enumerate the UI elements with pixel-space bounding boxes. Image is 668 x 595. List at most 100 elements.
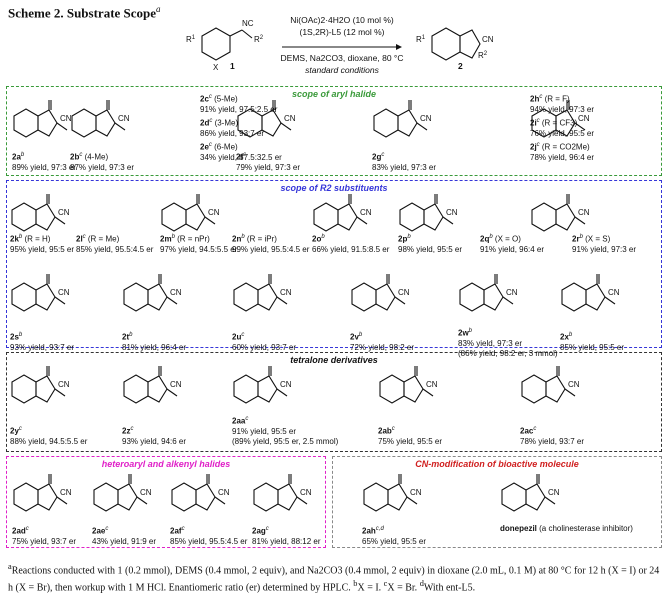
compound-sup: b <box>241 234 245 240</box>
compound-yield: 66% yield, 91.5:8.5 er <box>312 244 390 254</box>
compound-label: 2g <box>372 152 382 162</box>
svg-text:R1: R1 <box>416 35 426 44</box>
compound-c2r: 2rb (X = S)91% yield, 97:3 er <box>572 232 636 255</box>
cn-group: CN <box>58 380 70 389</box>
svg-text:CN: CN <box>482 35 494 44</box>
compound-detail: (3-Me) <box>212 118 239 128</box>
structure-c2ah: CN <box>363 474 422 512</box>
compound-yield: 91% yield, 96:4 er <box>480 244 545 254</box>
compound-sup: c <box>539 94 543 100</box>
compound-sup: c <box>241 332 245 338</box>
compound-c2h: 2hc (R = F)94% yield, 97:3 er <box>530 92 594 115</box>
compound-yield: 85% yield, 95:5 er <box>560 342 625 352</box>
compound-sup: b <box>18 234 23 240</box>
compound-label: 2o <box>312 234 322 244</box>
section-r2-header: scope of R2 substituents <box>280 183 388 193</box>
section-aryl-header: scope of aryl halide <box>291 89 377 99</box>
compound-sup: c <box>82 234 86 240</box>
reaction-conditions: Ni(OAc)2·4H2O (10 mol %) (1S,2R)-L5 (12 … <box>290 15 394 37</box>
compound-sup: c <box>208 142 212 148</box>
svg-text:NC: NC <box>242 19 254 28</box>
structure-c2h: CN <box>531 100 590 138</box>
scheme-title: Scheme 2. Substrate Scopea <box>8 4 161 21</box>
cn-group: CN <box>410 488 422 497</box>
cn-group: CN <box>58 208 70 217</box>
cn-group: CN <box>60 114 72 123</box>
structure-c2v: CN <box>351 274 410 312</box>
cn-group: CN <box>446 208 458 217</box>
compound-yield: 94% yield, 97:3 er <box>530 104 595 114</box>
compound-extra: (86% yield, 98:2 er, 3 mmol) <box>458 348 558 358</box>
footnote-c: X = Br. <box>387 582 418 594</box>
compound-label: 2s <box>10 332 19 342</box>
compound-sup: c <box>105 526 109 532</box>
compound-label: donepezil <box>500 524 537 533</box>
section-aryl-halide: scope of aryl halide <box>6 86 662 176</box>
compound-yield: 79% yield, 97:3 er <box>236 162 301 172</box>
reaction-sm-label: 1 <box>230 61 235 71</box>
cn-group: CN <box>420 114 432 123</box>
compound-sup: c <box>181 526 185 532</box>
compound-yield: 85% yield, 95.5:4.5 er <box>76 244 154 254</box>
compound-c2d: 2dc (3-Me)86% yield, 93:7 er <box>200 116 264 139</box>
compound-label: 2ag <box>252 526 266 536</box>
structure-c2m: CN <box>161 194 220 232</box>
compound-c2u: 2uc 60% yield, 93:7 er <box>232 330 296 353</box>
cn-group: CN <box>58 288 70 297</box>
compound-c2i: 2ic (R = CF3)76% yield, 95:5 er <box>530 116 594 139</box>
structure-c2o: CN <box>313 194 372 232</box>
cn-group: CN <box>170 288 182 297</box>
compound-label: 2af <box>170 526 182 536</box>
compound-yield: 86% yield, 93:7 er <box>200 128 265 138</box>
compound-yield: 81% yield, 88:12 er <box>252 536 321 546</box>
footnote-b: X = I. <box>357 582 382 594</box>
compound-c2f: 2fc 79% yield, 97:3 er <box>236 150 300 173</box>
cn-group: CN <box>170 380 182 389</box>
compound-sup: b <box>568 332 573 338</box>
compound-sup: b <box>18 332 23 338</box>
compound-label: 2l <box>76 234 83 244</box>
structure-c2aa: CN <box>233 366 292 404</box>
compound-detail: (R = Me) <box>85 234 120 244</box>
cn-group: CN <box>218 488 230 497</box>
footnotes: aReactions conducted with 1 (0.2 mmol), … <box>8 562 660 594</box>
compound-detail: (R = nPr) <box>174 234 210 244</box>
compound-sup: c <box>130 426 134 432</box>
structure-c2a: CN <box>13 100 72 138</box>
compound-yield: 99% yield, 95.5:4.5 er <box>232 244 310 254</box>
compound-sup: c <box>243 152 247 158</box>
compound-sup: c <box>209 118 213 124</box>
compound-label: 2ab <box>378 426 392 436</box>
compound-sup: c <box>79 152 83 158</box>
compound-label: 2e <box>200 142 209 152</box>
section-hetero: heteroaryl and alkenyl halides <box>6 456 326 548</box>
cn-group: CN <box>208 208 220 217</box>
section-r2: scope of R2 substituents <box>6 180 662 348</box>
compound-extra: (89% yield, 95:5 er, 2.5 mmol) <box>232 436 339 446</box>
compound-label: 2x <box>560 332 569 342</box>
compound-sup: b <box>407 234 411 240</box>
svg-text:R1: R1 <box>186 35 196 44</box>
compound-c2q: 2qb (X = O)91% yield, 96:4 er <box>480 232 544 255</box>
compound-yield: 89% yield, 97:3 er <box>12 162 77 172</box>
compound-yield: 60% yield, 93:7 er <box>232 342 297 352</box>
compound-detail: (X = S) <box>582 234 611 244</box>
structure-c2q: CN <box>531 194 590 232</box>
compound-yield: 83% yield, 97:3 er <box>372 162 437 172</box>
compound-sup: b <box>579 234 583 240</box>
compound-sup: c,d <box>375 526 384 532</box>
compound-label: 2u <box>232 332 242 342</box>
compound-detail: (6-Me) <box>211 142 238 152</box>
section-tetralone: tetralone derivatives <box>6 352 662 452</box>
compound-label: 2f <box>236 152 244 162</box>
cn-group: CN <box>280 380 292 389</box>
